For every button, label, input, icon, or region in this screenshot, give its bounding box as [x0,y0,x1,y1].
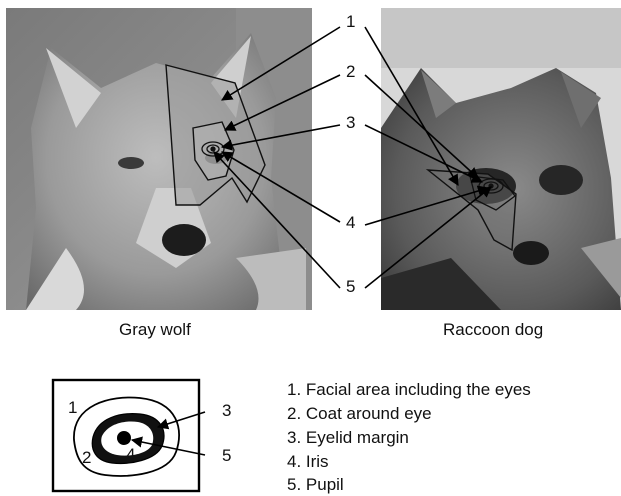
arrow-2-raccoon [365,75,478,178]
legend-item-eyelid: 3. Eyelid margin [287,428,409,448]
callout-5: 5 [346,277,355,297]
legend-item-facial-area: 1. Facial area including the eyes [287,380,531,400]
gray-wolf-caption: Gray wolf [119,320,191,340]
schematic-label-1: 1 [68,398,77,418]
callout-1: 1 [346,12,355,32]
arrow-5-raccoon [365,187,491,288]
legend-item-iris: 4. Iris [287,452,329,472]
schematic-label-2: 2 [82,448,91,468]
schematic-label-4: 4 [126,445,135,465]
callout-2: 2 [346,62,355,82]
schematic-pupil [117,431,131,445]
raccoon-dog-caption: Raccoon dog [443,320,543,340]
arrow-5-wolf [214,152,340,288]
schematic-label-5: 5 [222,446,231,466]
arrow-1-wolf [222,27,340,100]
arrow-1-raccoon [365,27,458,185]
arrow-3-raccoon [365,125,482,182]
callout-4: 4 [346,213,355,233]
legend-item-pupil: 5. Pupil [287,475,344,495]
arrow-4-raccoon [365,188,488,225]
callout-3: 3 [346,113,355,133]
legend-item-coat: 2. Coat around eye [287,404,432,424]
eye-schematic [53,380,205,491]
schematic-label-3: 3 [222,401,231,421]
